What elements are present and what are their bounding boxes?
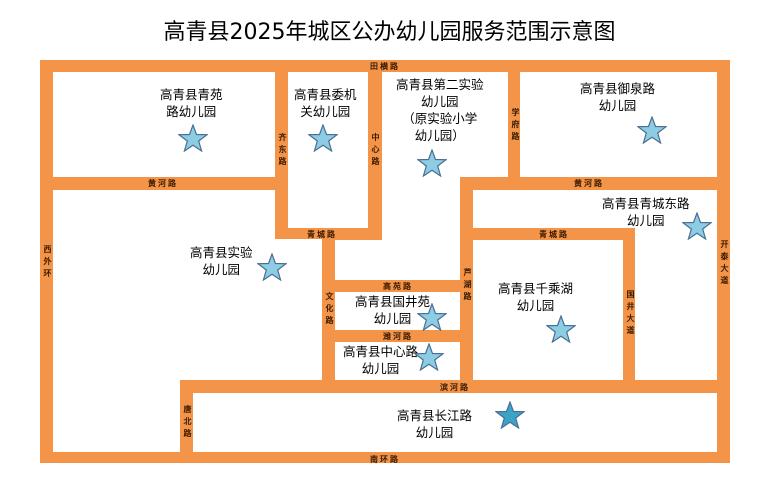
block-shiyan-top: [53, 190, 275, 240]
star-icon-weiji: [308, 124, 338, 152]
label-line: （原实验小学: [402, 111, 478, 126]
label-line: 幼儿园: [627, 213, 665, 228]
road-label-kaitai: 开泰大道: [720, 240, 729, 288]
label-line: 高青县千乘湖: [498, 281, 574, 296]
road-label-xiwaihuan: 西外环: [43, 245, 52, 281]
label-line: 幼儿园: [421, 94, 459, 109]
label-line: 高青县青苑: [160, 87, 223, 102]
road-label-nanhuan: 南环路: [370, 455, 400, 464]
label-line: 高青县实验: [190, 245, 253, 260]
road-label-luhu: 芦湖路: [463, 268, 472, 304]
star-icon-yuquan: [637, 116, 667, 144]
label-line: 高青县国井苑: [355, 294, 431, 309]
block-changjiang: [193, 393, 717, 452]
star-icon-dier: [417, 149, 447, 177]
block-qingchengdong-top: [473, 190, 717, 228]
label-line: 幼儿园: [598, 98, 637, 113]
kindergarten-label-zhongxin: 高青县中心路幼儿园: [343, 343, 418, 377]
road-label-weihe: 潍河路: [383, 332, 413, 341]
label-line: 关幼儿园: [300, 104, 351, 119]
kindergarten-label-changjiang: 高青县长江路幼儿园: [397, 407, 472, 441]
label-line: 幼儿园: [202, 262, 241, 277]
star-icon-zhongxin: [414, 343, 444, 371]
block-weiji: [288, 72, 368, 228]
block-qianchenghu: [473, 240, 623, 380]
kindergarten-label-yuquan: 高青县御泉路幼儿园: [580, 80, 655, 114]
road-label-qidong: 齐东路: [278, 133, 287, 169]
block-qingyuan: [53, 72, 275, 177]
label-line: 高青县委机: [294, 87, 357, 102]
star-icon-qianchenghu: [546, 315, 576, 343]
road-label-huanghe-right: 黄河路: [574, 179, 604, 188]
star-icon-qingyuan: [178, 124, 208, 152]
star-icon-changjiang: [495, 401, 525, 429]
road-label-tianheng: 田横路: [370, 62, 400, 71]
label-line: 幼儿园: [373, 311, 412, 326]
label-line: 高青县长江路: [397, 408, 473, 423]
label-line: 路幼儿园: [166, 104, 217, 119]
road-label-guojing: 国井大道: [626, 290, 635, 338]
block-qingchengdong-side: [635, 227, 717, 380]
block-zhongxin: [335, 342, 460, 380]
block-dier-bottom: [335, 240, 460, 280]
road-label-qingcheng-right: 青城路: [539, 230, 569, 239]
road-label-qingcheng-left: 青城路: [307, 230, 337, 239]
kindergarten-label-dier: 高青县第二实验幼儿园 （原实验小学幼儿园）: [396, 76, 484, 144]
block-shiyan-bottom: [53, 379, 180, 452]
star-icon-shiyan: [257, 253, 287, 281]
road-label-zhongxin: 中心路: [371, 133, 380, 169]
label-line: 高青县第二实验: [396, 77, 484, 92]
star-icon-qingchengdong: [682, 212, 712, 240]
road-label-wenhua: 文化路: [325, 292, 334, 328]
road-label-huanghe-left: 黄河路: [148, 179, 178, 188]
kindergarten-label-qingyuan: 高青县青苑路幼儿园: [160, 86, 223, 120]
road-label-tangbei: 唐北路: [183, 405, 192, 441]
label-line: 幼儿园: [516, 298, 555, 313]
label-line: 高青县青城东路: [602, 196, 690, 211]
kindergarten-label-qingchengdong: 高青县青城东路幼儿园: [602, 195, 690, 229]
road-label-binhe: 滨河路: [440, 383, 470, 392]
star-icon-guojingyuan: [417, 303, 447, 331]
label-line: 幼儿园）: [414, 128, 465, 143]
label-line: 幼儿园: [415, 425, 454, 440]
map-title: 高青县2025年城区公办幼儿园服务范围示意图: [163, 20, 616, 45]
road-label-xuefu: 学府路: [511, 108, 520, 144]
kindergarten-label-shiyan: 高青县实验幼儿园: [190, 244, 253, 278]
label-line: 高青县御泉路: [580, 81, 656, 96]
road-map: [40, 60, 730, 463]
kindergarten-label-qianchenghu: 高青县千乘湖幼儿园: [498, 280, 573, 314]
label-line: 高青县中心路: [343, 344, 419, 359]
road-label-gaoyuan: 高苑路: [383, 282, 413, 291]
block-shiyan: [53, 239, 322, 380]
kindergarten-label-weiji: 高青县委机关幼儿园: [294, 86, 357, 120]
label-line: 幼儿园: [361, 361, 400, 376]
block-dier-mid: [382, 176, 460, 241]
kindergarten-label-guojingyuan: 高青县国井苑幼儿园: [355, 293, 430, 327]
block-yuquan: [520, 72, 717, 177]
